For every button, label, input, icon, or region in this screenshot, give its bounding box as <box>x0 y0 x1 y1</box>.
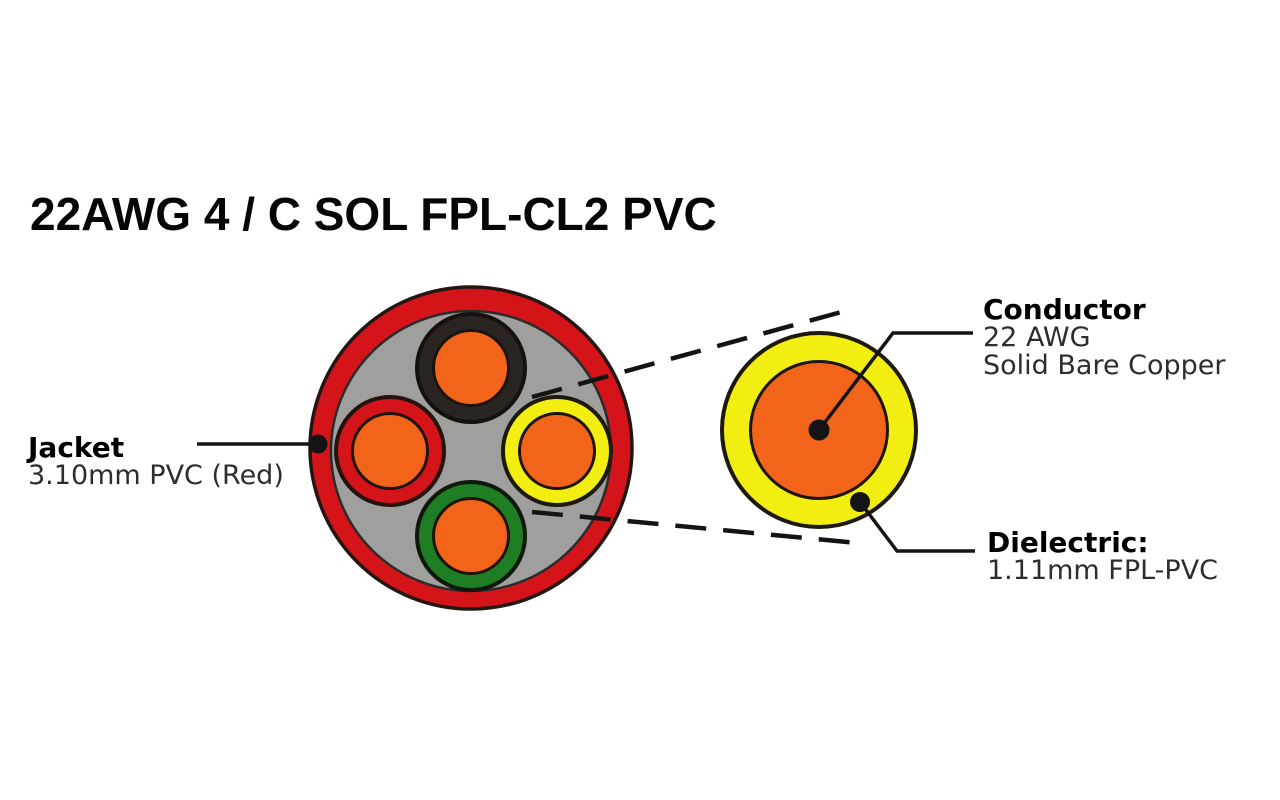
jacket-label: Jacket 3.10mm PVC (Red) <box>28 434 284 490</box>
copper-core-right <box>518 412 596 490</box>
diagram-title: 22AWG 4 / C SOL FPL-CL2 PVC <box>30 188 717 240</box>
dielectric-label-detail: 1.11mm FPL-PVC <box>987 555 1219 586</box>
jacket-leader-dot <box>308 434 328 454</box>
zoom-guide-line-bottom <box>531 509 859 546</box>
conductor-label: Conductor 22 AWG Solid Bare Copper <box>983 296 1226 380</box>
main-cable-cross-section <box>308 285 634 611</box>
copper-core-bottom <box>432 497 510 575</box>
dielectric-leader-dot <box>850 492 870 512</box>
conductor-label-material: Solid Bare Copper <box>983 350 1226 381</box>
conductor-leader-dot <box>808 419 830 441</box>
dielectric-leader-line <box>858 500 975 553</box>
conductor-leader-line <box>817 331 973 432</box>
callout-leaders <box>197 331 975 553</box>
dielectric-label-heading: Dielectric: <box>987 526 1149 559</box>
copper-core-top <box>432 329 510 407</box>
conductor-label-heading: Conductor <box>983 293 1146 326</box>
jacket-label-heading: Jacket <box>28 431 125 464</box>
jacket-label-detail: 3.10mm PVC (Red) <box>28 460 284 491</box>
copper-core-left <box>351 412 429 490</box>
dielectric-label: Dielectric: 1.11mm FPL-PVC <box>987 529 1218 585</box>
zoom-guide-line-top <box>531 308 846 400</box>
conductor-label-size: 22 AWG <box>983 322 1091 353</box>
